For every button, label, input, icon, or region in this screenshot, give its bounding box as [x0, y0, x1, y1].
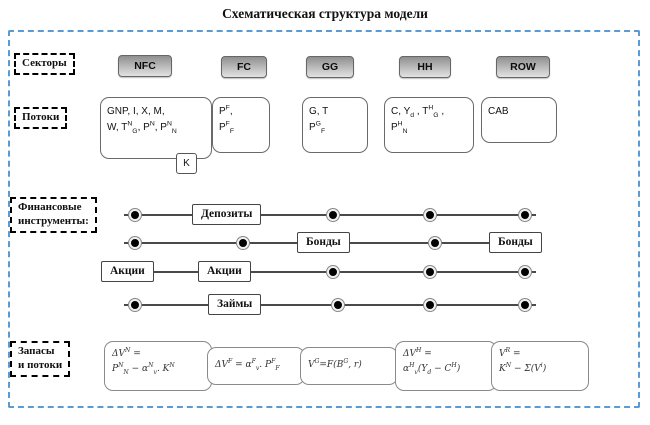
equation-row-line2: KN − Σ(Vi) — [499, 362, 547, 375]
instrument-label-shares: Акции — [198, 261, 251, 282]
flows-nfc-line1: GNP, I, X, M, — [107, 106, 165, 117]
equation-hh-line2: αHv(Yd − CH) — [403, 362, 461, 377]
equation-fc-line1: ΔVF = αFv. PFF — [215, 358, 280, 373]
instrument-label-bonds-right: Бонды — [489, 232, 542, 253]
node-dot — [429, 237, 441, 249]
sector-box-hh: HH — [399, 56, 451, 78]
flows-box-gg: G, T PGF — [302, 97, 368, 153]
node-dot — [129, 299, 141, 311]
outer-dashed-frame — [8, 30, 640, 408]
node-dot — [424, 266, 436, 278]
sector-box-gg: GG — [306, 56, 354, 78]
node-dot — [332, 299, 344, 311]
instrument-label-bonds: Бонды — [297, 232, 350, 253]
sector-box-nfc: NFC — [118, 55, 172, 77]
node-dot — [327, 266, 339, 278]
equation-hh-line1: ΔVH = — [403, 347, 432, 359]
side-label-instruments-line2: инструменты: — [18, 214, 89, 227]
sector-box-row: ROW — [496, 56, 550, 78]
flows-box-nfc: GNP, I, X, M, W, TNG, PN, PNN — [100, 97, 212, 159]
node-dot — [519, 266, 531, 278]
flows-box-hh: C, Yd , THG , PHN — [384, 97, 474, 153]
flows-nfc-k-box: K — [176, 153, 197, 174]
side-label-stocks-line1: Запасы — [18, 345, 55, 357]
side-label-sectors-text: Секторы — [22, 57, 67, 69]
flows-hh-line2: PHN — [391, 120, 408, 135]
node-dot — [424, 299, 436, 311]
diagram-title: Схематическая структура модели — [222, 6, 428, 21]
flows-gg-line2: PGF — [309, 120, 326, 135]
side-label-instruments-line1: Финансовые — [18, 201, 82, 213]
flows-fc-line2: PFF — [219, 120, 234, 135]
equation-box-nfc: ΔVN = PNN − αNv. KN — [104, 341, 212, 391]
side-label-stocks-line2: и потоки — [18, 358, 63, 371]
equation-box-gg: VG=F(BG, r) — [300, 347, 398, 385]
side-label-sectors: Секторы — [14, 53, 75, 75]
flows-box-row: CAB — [481, 97, 557, 143]
flows-nfc-line2: W, TNG, PN, PNN — [107, 120, 177, 135]
equation-box-row: VR = KN − Σ(Vi) — [491, 341, 589, 391]
flows-gg-line1: G, T — [309, 106, 329, 117]
sector-box-fc: FC — [221, 56, 267, 78]
side-label-instruments: Финансовые инструменты: — [10, 197, 97, 233]
flows-hh-line1: C, Yd , THG , — [391, 104, 445, 119]
flows-box-fc: PF, PFF — [212, 97, 270, 153]
side-label-flows: Потоки — [14, 107, 68, 129]
equation-box-fc: ΔVF = αFv. PFF — [207, 347, 305, 385]
instrument-label-shares-left: Акции — [101, 261, 154, 282]
node-dot — [424, 209, 436, 221]
node-dot — [129, 209, 141, 221]
instrument-line-loans — [124, 304, 536, 306]
equation-nfc-line1: ΔVN = — [112, 347, 141, 359]
instrument-label-loans: Займы — [208, 294, 262, 315]
side-label-stocks: Запасы и потоки — [10, 341, 71, 377]
equation-row-line1: VR = — [499, 347, 521, 359]
side-label-flows-text: Потоки — [22, 111, 60, 123]
node-dot — [327, 209, 339, 221]
instrument-label-deposits: Депозиты — [192, 204, 262, 225]
equation-nfc-line2: PNN − αNv. KN — [112, 362, 175, 377]
node-dot — [519, 299, 531, 311]
flows-fc-line1: PF, — [219, 104, 233, 117]
node-dot — [237, 237, 249, 249]
equation-gg-line1: VG=F(BG, r) — [308, 358, 362, 371]
flows-row-line1: CAB — [488, 106, 509, 117]
node-dot — [519, 209, 531, 221]
node-dot — [129, 237, 141, 249]
equation-box-hh: ΔVH = αHv(Yd − CH) — [395, 341, 497, 391]
